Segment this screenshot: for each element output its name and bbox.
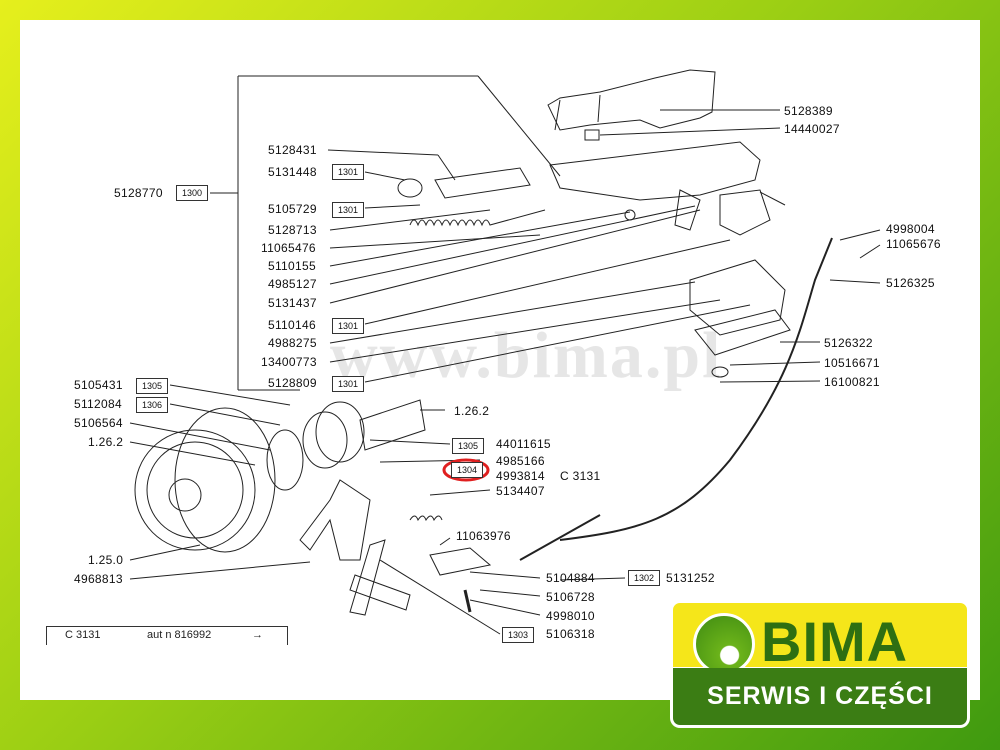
part-number: 5112084 xyxy=(74,397,122,411)
part-number: 5128809 xyxy=(268,376,317,390)
ref-box[interactable]: 1305 xyxy=(452,438,484,454)
legend-arrow: → xyxy=(252,629,263,641)
part-number: 5131448 xyxy=(268,165,317,179)
logo-tagline: SERWIS I CZĘŚCI xyxy=(670,668,970,728)
part-number: 1.26.2 xyxy=(88,435,124,449)
lever-arm xyxy=(549,141,761,201)
legend-code: C 3131 xyxy=(65,629,101,641)
bracket-block xyxy=(689,259,786,336)
part-number: 13400773 xyxy=(261,355,317,369)
part-number: 4988275 xyxy=(268,336,317,350)
golf-ball-icon xyxy=(693,613,755,675)
group-bracket xyxy=(237,75,478,391)
part-number: 5104884 xyxy=(546,571,595,585)
part-number: 4985166 xyxy=(496,454,545,468)
part-number: 1.26.2 xyxy=(454,404,490,418)
part-number: 1.25.0 xyxy=(88,553,124,567)
ref-box[interactable]: 1305 xyxy=(136,378,168,394)
ref-box[interactable]: 1301 xyxy=(332,318,364,334)
ref-box[interactable]: 1306 xyxy=(136,397,168,413)
release-fork xyxy=(299,479,371,561)
spring xyxy=(409,209,546,227)
ref-box[interactable]: 1300 xyxy=(176,185,208,201)
part-number: 4998010 xyxy=(546,609,595,623)
part-number: 5105431 xyxy=(74,378,123,392)
ref-box[interactable]: 1303 xyxy=(502,627,534,643)
highlight-ring xyxy=(442,458,490,482)
logo-top: BIMA xyxy=(670,600,970,675)
part-number: 5110146 xyxy=(268,318,316,332)
part-number: 4968813 xyxy=(74,572,123,586)
part-number: 11063976 xyxy=(456,529,511,543)
t-lever xyxy=(349,539,386,616)
ref-box-highlighted[interactable]: 1304 xyxy=(451,462,483,478)
part-number: 11065476 xyxy=(261,241,316,255)
ref-box[interactable]: 1301 xyxy=(332,164,364,180)
cable xyxy=(559,237,833,541)
catalog-legend: C 3131 aut n 816992 → xyxy=(46,626,288,645)
lever-handle xyxy=(547,69,716,131)
ref-box[interactable]: 1301 xyxy=(332,202,364,218)
part-number: 5106564 xyxy=(74,416,123,430)
part-number: 4985127 xyxy=(268,277,317,291)
part-number: 5131437 xyxy=(268,296,317,310)
part-number: 5126322 xyxy=(824,336,873,350)
part-number: 11065676 xyxy=(886,237,941,251)
part-number: 5106318 xyxy=(546,627,595,641)
part-number: 5110155 xyxy=(268,259,316,273)
diagram-sheet xyxy=(20,20,980,700)
part-number: 44011615 xyxy=(496,437,551,451)
release-bearing xyxy=(266,429,304,491)
part-number: C 3131 xyxy=(560,469,601,483)
part-number: 5128389 xyxy=(784,104,833,118)
part-number: 5128713 xyxy=(268,223,317,237)
part-number: 5106728 xyxy=(546,590,595,604)
part-number: 5128431 xyxy=(268,143,317,157)
ref-box[interactable]: 1302 xyxy=(628,570,660,586)
part-number: 5131252 xyxy=(666,571,715,585)
clutch-disc xyxy=(134,429,256,551)
part-number: 10516671 xyxy=(824,356,880,370)
logo-name: BIMA xyxy=(761,610,909,673)
part-number: 4993814 xyxy=(496,469,545,483)
legend-note: aut n 816992 xyxy=(147,629,212,641)
ref-box[interactable]: 1301 xyxy=(332,376,364,392)
part-number: 5105729 xyxy=(268,202,317,216)
part-number: 4998004 xyxy=(886,222,935,236)
part-number: 16100821 xyxy=(824,375,880,389)
part-number: 14440027 xyxy=(784,122,840,136)
part-number: 5134407 xyxy=(496,484,545,498)
part-number: 5128770 xyxy=(114,186,163,200)
guide-sleeve xyxy=(359,399,426,451)
grip xyxy=(434,167,531,199)
part-number: 5126325 xyxy=(886,276,935,290)
bima-logo: BIMA SERWIS I CZĘŚCI xyxy=(666,600,976,732)
small-spring xyxy=(409,515,443,522)
